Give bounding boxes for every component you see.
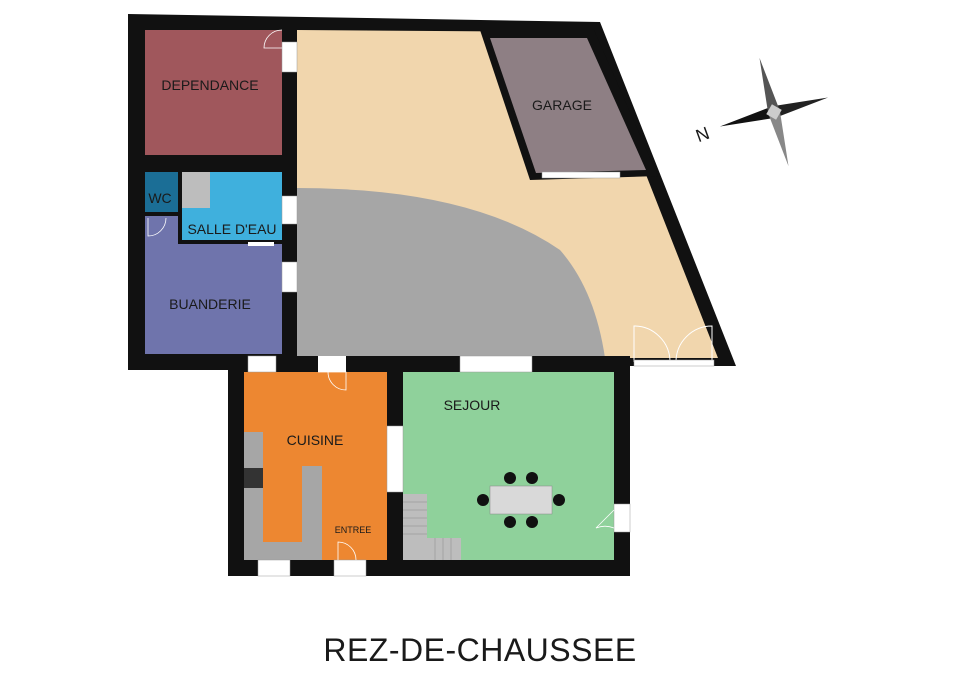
window	[281, 41, 298, 73]
label-sejour: SEJOUR	[444, 397, 501, 413]
label-salle-deau: SALLE D'EAU	[187, 221, 276, 237]
label-entree: ENTREE	[335, 525, 372, 535]
window	[257, 559, 291, 577]
entrance-door	[333, 559, 367, 577]
stair-treads	[403, 501, 452, 560]
door-swing	[595, 509, 615, 529]
door-swing	[337, 541, 357, 561]
window	[281, 261, 298, 293]
room-buanderie	[145, 244, 282, 354]
passage-opening	[386, 425, 404, 493]
plan-title: REZ-DE-CHAUSSEE	[323, 632, 637, 668]
door-opening	[318, 356, 346, 372]
kitchen-cooktop	[244, 468, 263, 488]
label-dependance: DEPENDANCE	[161, 77, 258, 93]
compass-rose	[719, 57, 829, 167]
kitchen-counter	[244, 542, 322, 560]
room-wc	[145, 172, 178, 212]
label-buanderie: BUANDERIE	[169, 296, 251, 312]
window	[459, 355, 533, 373]
compass-center	[766, 104, 782, 120]
label-cuisine: CUISINE	[287, 432, 344, 448]
room-sejour	[403, 372, 614, 560]
double-door	[633, 325, 713, 363]
door-swing	[263, 29, 283, 49]
label-wc: WC	[148, 190, 171, 206]
compass-north-label: N	[693, 123, 712, 146]
dining-table	[489, 485, 553, 515]
door-opening	[248, 242, 274, 246]
compass-point-west	[768, 110, 789, 167]
kitchen-counter	[302, 466, 322, 546]
compass-point-south	[772, 97, 829, 118]
label-garage: GARAGE	[532, 97, 592, 113]
staircase	[403, 494, 427, 560]
wall-segment	[145, 212, 178, 216]
door-threshold	[633, 359, 715, 367]
dining-chairs	[477, 472, 565, 528]
paved-area	[297, 188, 605, 358]
window	[247, 355, 277, 373]
door-swing	[318, 371, 347, 391]
room-dependance	[145, 30, 282, 155]
door-swing	[147, 217, 167, 237]
garage-door	[541, 171, 621, 179]
window	[281, 195, 298, 225]
compass-point-north	[719, 106, 776, 127]
compass-point-east	[759, 57, 780, 114]
wall-segment	[178, 240, 282, 244]
staircase	[427, 538, 461, 560]
window	[613, 503, 631, 533]
room-garage	[490, 38, 646, 173]
shower-tray	[182, 172, 210, 208]
wall-segment	[178, 172, 182, 244]
